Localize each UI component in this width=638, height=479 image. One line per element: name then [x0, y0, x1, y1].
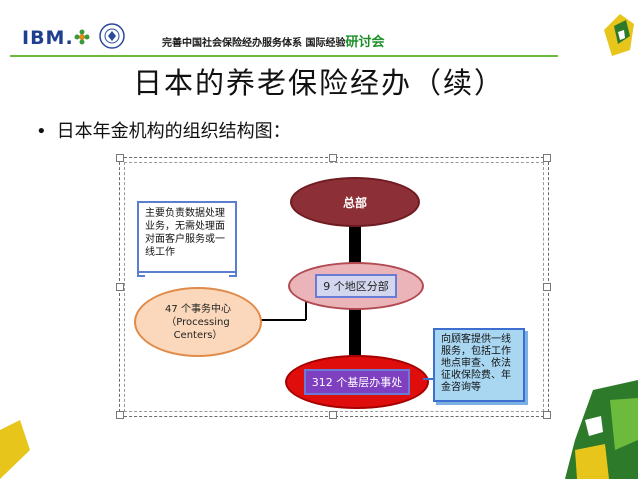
resize-handle-bottom-right[interactable] [543, 411, 551, 419]
resize-handle-top-middle[interactable] [329, 154, 337, 162]
resize-handle-top-right[interactable] [543, 154, 551, 162]
resize-handle-top-left[interactable] [116, 154, 124, 162]
seal-icon [99, 23, 125, 49]
flower-icon [74, 29, 90, 45]
resize-handle-middle-left[interactable] [116, 283, 124, 291]
corner-decoration-bottom-left [0, 420, 30, 479]
processing-centers-label-line3: Centers） [173, 329, 223, 341]
bullet-text: 日本年金机构的组织结构图： [56, 121, 291, 142]
bullet-item: • 日本年金机构的组织结构图： [36, 117, 291, 143]
bullet-dot: • [36, 121, 47, 142]
slide-title: 日本的养老保险经办（续） [132, 66, 505, 100]
ibm-logo: IBM. [22, 27, 74, 49]
connector-hq-regional [349, 223, 361, 263]
conference-banner: 完善中国社会保险经办服务体系 国际经验研讨会 [162, 31, 385, 50]
corner-decoration-bottom-right [565, 380, 638, 479]
headquarters-label: 总部 [342, 195, 367, 210]
processing-note[interactable]: 主要负责数据处理业务，无需处理面对面客户服务或一线工作 [137, 201, 237, 277]
regional-branches-node[interactable]: 9 个地区分部 [288, 262, 424, 310]
banner-accent: 研讨会 [345, 35, 385, 50]
header-bar: IBM. 完善中国社会保险经办服务体系 国际经验研讨会 [0, 0, 638, 62]
service-note[interactable]: 向顾客提供一线服务，包括工作地点审查、依法征收保险费、年金咨询等 [433, 328, 525, 402]
banner-title: 完善中国社会保险经办服务体系 国际经验 [162, 38, 346, 49]
processing-centers-label-line2: （Processing [166, 316, 230, 328]
resize-handle-bottom-left[interactable] [116, 411, 124, 419]
service-note-pointer [423, 378, 435, 380]
headquarters-node[interactable]: 总部 [290, 177, 420, 227]
processing-centers-label-line1: 47 个事务中心 [165, 303, 231, 315]
corner-decoration-top-right [604, 14, 634, 56]
local-offices-node[interactable]: 312 个基层办事处 [285, 355, 429, 409]
connector-center-horizontal [258, 319, 306, 321]
resize-handle-bottom-middle[interactable] [329, 411, 337, 419]
connector-center-vertical [305, 290, 307, 320]
processing-centers-node[interactable]: 47 个事务中心 （Processing Centers） [134, 287, 262, 357]
connector-regional-local [349, 306, 361, 356]
resize-handle-middle-right[interactable] [543, 283, 551, 291]
header-divider [10, 55, 558, 57]
regional-branches-label: 9 个地区分部 [315, 274, 397, 298]
local-offices-label: 312 个基层办事处 [303, 369, 411, 395]
